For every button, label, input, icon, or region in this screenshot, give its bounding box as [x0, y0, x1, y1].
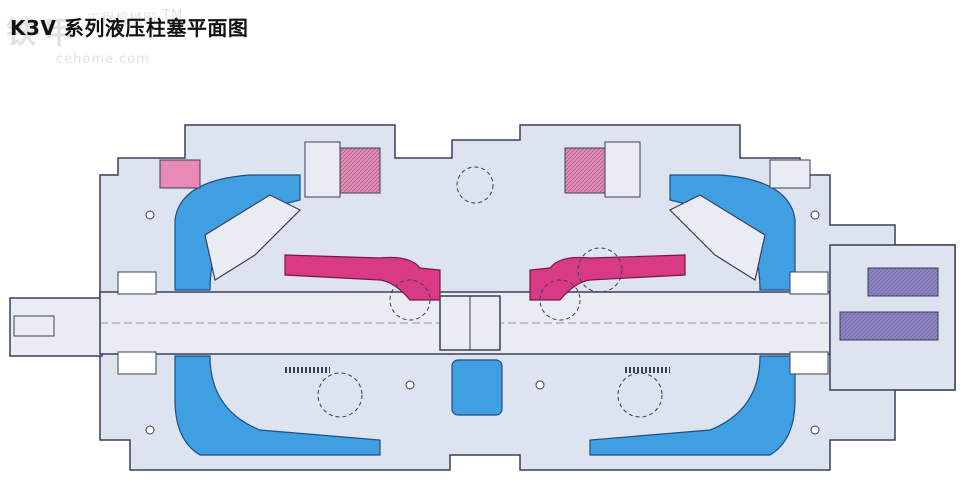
left-regulator-body: [304, 141, 341, 198]
center-port: [451, 359, 503, 416]
shaft-keyway: [13, 315, 55, 337]
left-oil-chamber-lower: [174, 355, 381, 456]
input-shaft-stub: [9, 297, 103, 357]
left-bearing-lower: [117, 351, 157, 375]
left-valve-spool: [159, 159, 201, 189]
right-bearing-lower: [789, 351, 829, 375]
right-piston: [529, 254, 686, 301]
right-regulator-body: [604, 141, 641, 198]
page-title: K3V 系列液压柱塞平面图: [10, 16, 249, 40]
right-swash-plate: [668, 194, 766, 281]
left-bearing: [117, 271, 157, 295]
left-swash-plate: [204, 194, 302, 281]
right-oil-chamber-lower: [589, 355, 796, 456]
right-bearing: [789, 271, 829, 295]
right-valve-spool: [769, 159, 811, 189]
